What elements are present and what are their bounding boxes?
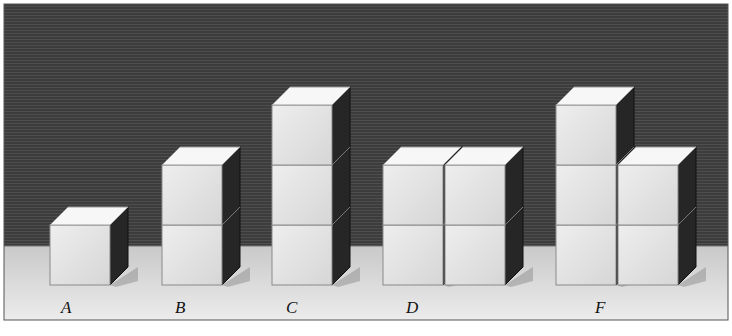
cube-front-face: [272, 225, 332, 285]
figure-letter: D: [406, 299, 418, 316]
cube-side-face: [678, 147, 696, 285]
figure-letter: A: [61, 299, 71, 316]
cube-front-face: [272, 165, 332, 225]
cube-front-face: [556, 225, 616, 285]
cube-top-face: [618, 147, 696, 165]
cube-front-face: [272, 105, 332, 165]
cube-joint: [332, 147, 350, 165]
cube-front-face: [556, 165, 616, 225]
cube-joint: [222, 207, 240, 225]
cube-joint: [505, 207, 523, 225]
cube-side-face: [332, 87, 350, 285]
cube-front-face: [445, 225, 505, 285]
cube-joint: [332, 207, 350, 225]
cube-top-face: [556, 87, 634, 105]
cube-front-face: [50, 225, 110, 285]
cube-side-face: [505, 147, 523, 285]
cube-top-face: [445, 147, 523, 165]
cube-top-face: [50, 207, 128, 225]
figure-letter: B: [175, 299, 185, 316]
cube-top-face: [272, 87, 350, 105]
frame: [4, 4, 728, 320]
figure-letter: C: [286, 299, 297, 316]
cube-front-face: [162, 225, 222, 285]
cube-front-face: [383, 225, 443, 285]
cube-front-face: [445, 165, 505, 225]
cube-front-face: [383, 165, 443, 225]
cube-front-face: [618, 165, 678, 225]
cube-side-face: [222, 147, 240, 285]
figure-letter: F: [595, 299, 605, 316]
cube-front-face: [618, 225, 678, 285]
cube-front-face: [162, 165, 222, 225]
cube-group: [50, 87, 706, 287]
cube-top-face: [162, 147, 240, 165]
cube-joint: [678, 207, 696, 225]
cube-front-face: [556, 105, 616, 165]
